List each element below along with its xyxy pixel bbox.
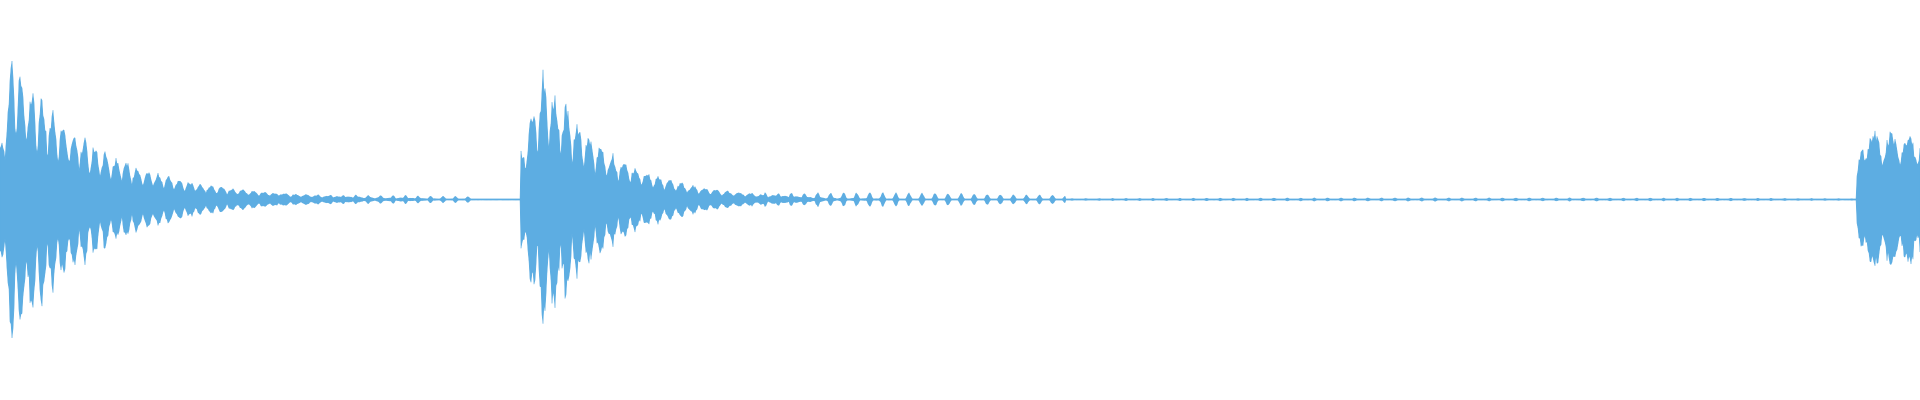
- waveform-signal: [0, 60, 1920, 338]
